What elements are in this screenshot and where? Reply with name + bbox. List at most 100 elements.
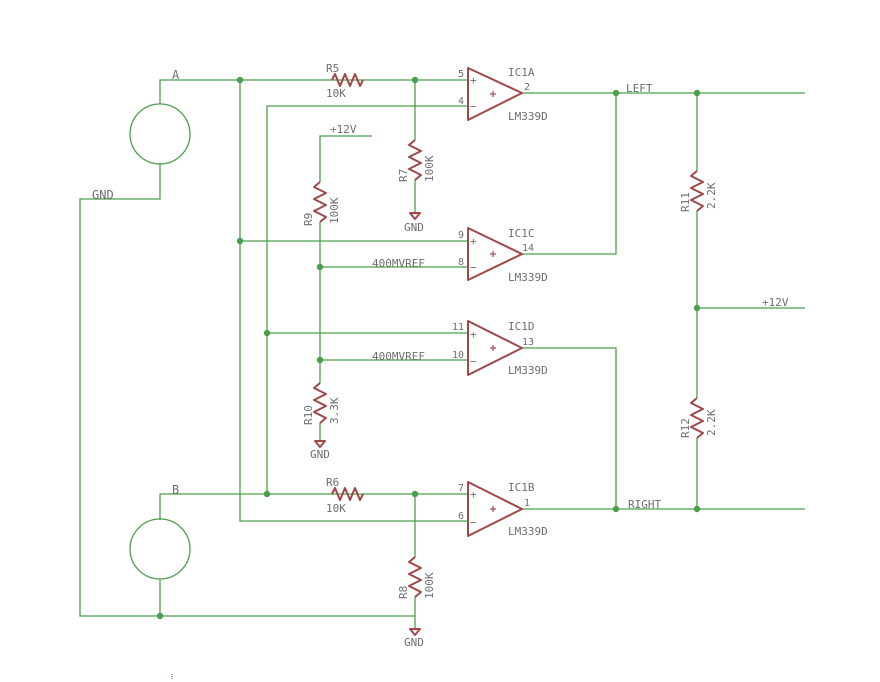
comparator-ic1b-triangle — [467, 481, 523, 537]
input-plus-icon: + — [470, 74, 477, 87]
pin-plus-number: 11 — [452, 322, 464, 333]
gnd-label: GND — [310, 448, 330, 461]
wire-plus12-divider — [319, 135, 372, 182]
comparator-ic1d-name: IC1D — [508, 320, 535, 333]
source-a: A GND — [92, 68, 191, 202]
resistor-r10: R10 3.3K — [302, 382, 341, 425]
ground-icon — [314, 440, 326, 448]
ground-symbol-r10: GND — [310, 440, 330, 461]
junction-dot — [612, 505, 620, 513]
pin-plus-number: 7 — [458, 483, 464, 494]
ground-icon — [409, 212, 421, 220]
junction-dot — [263, 490, 271, 498]
gnd-label: GND — [404, 636, 424, 649]
wire-ic1d-out — [522, 347, 617, 509]
gnd-label: GND — [404, 221, 424, 234]
net-label-left: LEFT — [626, 82, 653, 95]
resistor-r7-value: 100K — [423, 155, 436, 182]
comparator-ic1a-part: LM339D — [508, 110, 548, 123]
resistor-r9: R9 100K — [302, 181, 341, 226]
net-label-vref-ic1d: 400MVREF — [372, 350, 425, 363]
junction-dot — [693, 304, 701, 312]
resistor-r8-zigzag — [408, 556, 422, 598]
comparator-ic1a: + − 5 4 2 IC1A LM339D — [458, 66, 548, 123]
input-plus-icon: + — [470, 488, 477, 501]
comparator-ic1b-part: LM339D — [508, 525, 548, 538]
wires — [79, 79, 805, 628]
junction-dot — [236, 237, 244, 245]
junctions — [156, 76, 701, 620]
comparator-ic1c-name: IC1C — [508, 227, 535, 240]
junction-dot — [693, 505, 701, 513]
comparator-ic1d-triangle — [467, 320, 523, 376]
input-minus-icon: − — [470, 261, 477, 274]
resistor-r11-value: 2.2K — [705, 182, 718, 209]
resistor-r6: R6 10K — [326, 476, 364, 515]
source-b-label: B — [172, 483, 179, 497]
wire-bus-a — [239, 80, 468, 522]
resistor-r5: R5 10K — [326, 62, 364, 100]
junction-dot — [693, 89, 701, 97]
input-minus-icon: − — [470, 100, 477, 113]
wire-source-b-top — [159, 493, 418, 520]
input-minus-icon: − — [470, 516, 477, 529]
resistor-r9-zigzag — [313, 181, 327, 223]
resistor-r8-name: R8 — [397, 586, 410, 599]
resistor-r7-zigzag — [408, 139, 422, 181]
net-label-right: RIGHT — [628, 498, 661, 511]
gnd-net-label: GND — [92, 188, 114, 202]
resistor-r10-zigzag — [313, 382, 327, 424]
resistor-r11-zigzag — [690, 170, 704, 212]
ground-symbol-bottom: GND — [404, 628, 424, 649]
resistor-r6-zigzag — [331, 487, 364, 501]
junction-dot — [263, 329, 271, 337]
junction-dot — [411, 490, 419, 498]
comparator-ic1d: + − 11 10 13 IC1D LM339D — [452, 320, 548, 377]
source-a-label: A — [172, 68, 180, 82]
wire-source-a-bottom — [79, 163, 415, 617]
resistor-r12-name: R12 — [679, 418, 692, 438]
resistor-r11: R11 2.2K — [679, 170, 718, 212]
net-label-plus12-top: +12V — [330, 123, 357, 136]
comparator-ic1c: + − 9 8 14 IC1C LM339D — [458, 227, 548, 284]
comparator-ic1a-triangle — [467, 67, 523, 121]
resistor-r7: R7 100K — [397, 139, 436, 182]
comparator-ic1a-name: IC1A — [508, 66, 535, 79]
resistor-r10-value: 3.3K — [328, 397, 341, 424]
junction-dot — [612, 89, 620, 97]
resistor-r6-name: R6 — [326, 476, 339, 489]
resistor-r9-value: 100K — [328, 197, 341, 224]
input-minus-icon: − — [470, 355, 477, 368]
junction-dot — [236, 76, 244, 84]
wire-bus-b — [266, 105, 468, 494]
input-plus-icon: + — [470, 235, 477, 248]
pin-minus-number: 10 — [452, 350, 464, 361]
pin-out-number: 1 — [524, 498, 530, 509]
comparator-ic1d-part: LM339D — [508, 364, 548, 377]
resistor-r9-name: R9 — [302, 213, 315, 226]
resistor-r7-name: R7 — [397, 169, 410, 182]
resistor-r5-name: R5 — [326, 62, 339, 75]
comparator-ic1b: + − 7 6 1 IC1B LM339D — [458, 481, 548, 538]
ground-symbol-r7: GND — [404, 212, 424, 234]
resistor-r5-zigzag — [331, 73, 364, 87]
wire-source-a-top — [159, 79, 418, 104]
wire-ic1c-out — [522, 93, 617, 255]
source-b: B — [129, 483, 191, 580]
net-label-plus12-right: +12V — [762, 296, 789, 309]
resistor-r12-zigzag — [690, 397, 704, 439]
resistor-r10-name: R10 — [302, 405, 315, 425]
pin-plus-number: 5 — [458, 69, 464, 80]
pin-minus-number: 6 — [458, 511, 464, 522]
source-a-circle — [129, 103, 191, 165]
resistor-r12-value: 2.2K — [705, 409, 718, 436]
comparator-ic1c-triangle — [467, 227, 523, 281]
junction-dot — [411, 76, 419, 84]
pin-minus-number: 4 — [458, 96, 464, 107]
pin-minus-number: 8 — [458, 257, 464, 268]
resistor-r8: R8 100K — [397, 556, 436, 599]
ground-icon — [409, 628, 421, 636]
input-plus-icon: + — [470, 328, 477, 341]
comparator-ic1b-name: IC1B — [508, 481, 535, 494]
resistor-r6-value: 10K — [326, 502, 346, 515]
